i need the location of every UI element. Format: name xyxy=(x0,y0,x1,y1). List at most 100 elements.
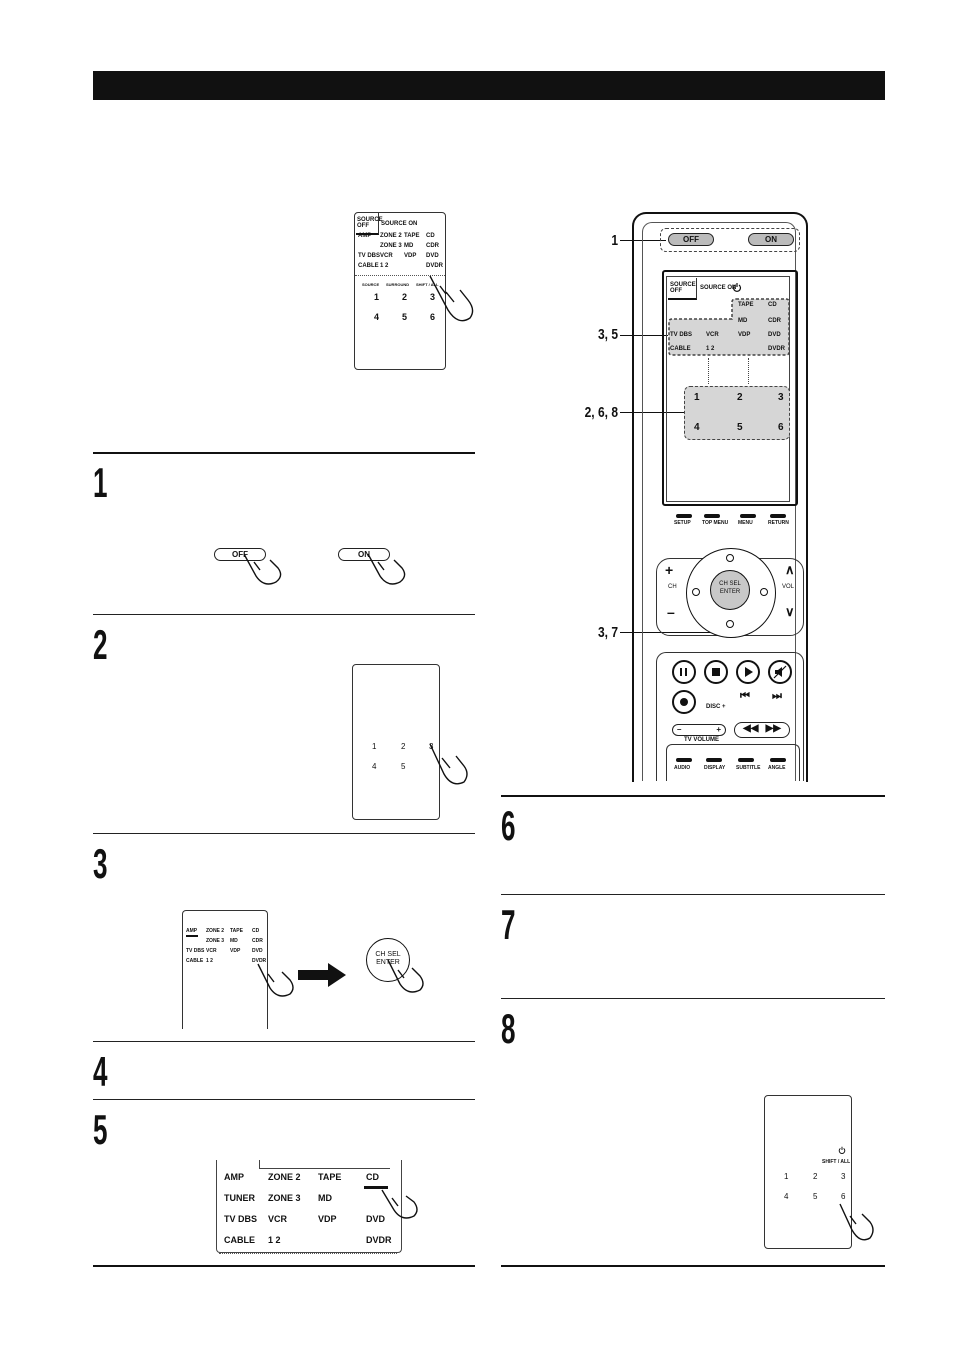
ch-plus-icon[interactable]: + xyxy=(665,562,674,578)
source-button[interactable]: MD xyxy=(738,318,748,324)
source-button[interactable]: ZONE 2 xyxy=(380,233,402,239)
number-button-5[interactable]: 5 xyxy=(737,422,743,433)
play-button[interactable] xyxy=(736,660,760,684)
bottom-key-0[interactable] xyxy=(676,758,692,762)
bottom-key-label[interactable]: DISPLAY xyxy=(704,765,726,771)
ch-sel-enter-button[interactable]: CH SEL ENTER xyxy=(366,938,410,982)
vol-down-icon[interactable]: ∨ xyxy=(785,604,795,619)
source-button[interactable]: DVD xyxy=(366,1214,386,1224)
number-button-2[interactable]: 2 xyxy=(737,392,743,403)
off-button[interactable]: OFF xyxy=(214,548,266,561)
source-button[interactable]: MD xyxy=(230,938,238,944)
on-button[interactable]: ON xyxy=(338,548,390,561)
soft-key-label[interactable]: TOP MENU xyxy=(702,520,729,526)
source-button[interactable]: VDP xyxy=(738,332,751,338)
number-button-6[interactable]: 6 xyxy=(430,312,436,322)
source-button[interactable]: VDP xyxy=(404,253,417,259)
source-button[interactable]: 1 2 xyxy=(380,263,389,269)
soft-key-3[interactable] xyxy=(770,514,786,518)
vol-up-icon[interactable]: ∧ xyxy=(785,562,795,577)
source-button[interactable]: AMP xyxy=(224,1172,244,1182)
remote-enter-button[interactable]: CH SEL ENTER xyxy=(710,570,750,610)
number-button-4[interactable]: 4 xyxy=(694,422,700,433)
bottom-key-label[interactable]: SUBTITLE xyxy=(736,765,761,771)
number-button-3[interactable]: 3 xyxy=(430,292,436,302)
ch-minus-icon[interactable]: – xyxy=(667,604,675,620)
source-button[interactable]: TV DBS xyxy=(670,332,693,338)
number-button-6[interactable]: 6 xyxy=(778,422,784,433)
source-button[interactable]: ZONE 3 xyxy=(206,938,225,944)
number-button-5[interactable]: 5 xyxy=(813,1192,818,1201)
source-button[interactable]: 1 2 xyxy=(706,346,715,352)
fast-rewind-button[interactable]: ◀◀▶▶ xyxy=(734,722,790,738)
source-button[interactable]: DVDR xyxy=(366,1235,392,1245)
source-button[interactable]: VCR xyxy=(268,1214,288,1224)
source-button[interactable]: TAPE xyxy=(404,233,420,239)
sub-tab-label[interactable]: SOURCE xyxy=(362,282,380,287)
number-button-1[interactable]: 1 xyxy=(374,292,380,302)
source-button[interactable]: VDP xyxy=(230,948,241,954)
source-button[interactable]: TAPE xyxy=(738,302,754,308)
source-button[interactable]: MD xyxy=(318,1193,332,1203)
number-button-3[interactable]: 3 xyxy=(841,1172,846,1181)
source-button[interactable]: CABLE xyxy=(186,958,204,964)
source-button[interactable]: DVDR xyxy=(252,958,267,964)
dpad-down[interactable] xyxy=(726,620,734,628)
source-button[interactable]: DVDR xyxy=(426,263,444,269)
source-button[interactable]: MD xyxy=(404,243,414,249)
number-button-2[interactable]: 2 xyxy=(813,1172,818,1181)
number-button-2[interactable]: 2 xyxy=(401,742,406,751)
source-button[interactable]: VDP xyxy=(318,1214,337,1224)
number-button-5[interactable]: 5 xyxy=(402,312,408,322)
source-button[interactable]: CDR xyxy=(768,318,781,324)
bottom-key-label[interactable]: AUDIO xyxy=(674,765,691,771)
pause-button[interactable] xyxy=(672,660,696,684)
sub-tab-label[interactable]: SURROUND xyxy=(386,282,410,287)
source-button[interactable]: 1 2 xyxy=(206,958,213,964)
remote-off-button[interactable]: OFF xyxy=(668,233,714,246)
source-button[interactable]: ZONE 2 xyxy=(268,1172,301,1182)
bottom-key-1[interactable] xyxy=(706,758,722,762)
source-button[interactable]: TV DBS xyxy=(186,948,205,954)
source-button[interactable]: 1 2 xyxy=(268,1235,281,1245)
source-button[interactable]: CD xyxy=(366,1172,379,1182)
number-button-5[interactable]: 5 xyxy=(401,762,406,771)
soft-key-1[interactable] xyxy=(704,514,720,518)
bottom-key-3[interactable] xyxy=(770,758,786,762)
sub-tab-label[interactable]: SHIFT / ALL xyxy=(416,282,439,287)
source-button[interactable]: AMP xyxy=(186,928,198,934)
source-button[interactable]: ZONE 3 xyxy=(380,243,402,249)
source-button[interactable]: CABLE xyxy=(224,1235,255,1245)
bottom-key-2[interactable] xyxy=(738,758,754,762)
soft-key-0[interactable] xyxy=(676,514,692,518)
source-button[interactable]: CD xyxy=(426,233,435,239)
skip-back-icon[interactable]: ⏮ xyxy=(740,690,750,702)
source-button[interactable]: TAPE xyxy=(230,928,243,934)
source-button[interactable]: TUNER xyxy=(224,1193,255,1203)
source-button[interactable]: DVD xyxy=(426,253,439,259)
source-button[interactable]: ZONE 3 xyxy=(268,1193,301,1203)
soft-key-label[interactable]: SETUP xyxy=(674,520,691,526)
source-button[interactable]: CDR xyxy=(252,938,263,944)
number-button-1[interactable]: 1 xyxy=(372,742,377,751)
number-button-4[interactable]: 4 xyxy=(784,1192,789,1201)
source-button[interactable]: DVD xyxy=(252,948,263,954)
source-button[interactable]: CDR xyxy=(426,243,439,249)
source-button[interactable]: TV DBS xyxy=(358,253,381,259)
source-button[interactable]: ZONE 2 xyxy=(206,928,225,934)
number-button-1[interactable]: 1 xyxy=(694,392,700,403)
number-button-2[interactable]: 2 xyxy=(402,292,408,302)
number-button-1[interactable]: 1 xyxy=(784,1172,789,1181)
dpad-right[interactable] xyxy=(760,588,768,596)
number-button-3[interactable]: 3 xyxy=(778,392,784,403)
tv-volume-rocker[interactable]: –+ xyxy=(672,724,726,736)
stop-button[interactable] xyxy=(704,660,728,684)
number-button-4[interactable]: 4 xyxy=(374,312,380,322)
source-button[interactable]: CD xyxy=(252,928,260,934)
soft-key-label[interactable]: MENU xyxy=(738,520,753,526)
source-button[interactable]: TAPE xyxy=(318,1172,342,1182)
skip-forward-icon[interactable]: ⏭ xyxy=(772,690,782,702)
number-button-4[interactable]: 4 xyxy=(372,762,377,771)
soft-key-label[interactable]: RETURN xyxy=(768,520,789,526)
dpad-left[interactable] xyxy=(692,588,700,596)
